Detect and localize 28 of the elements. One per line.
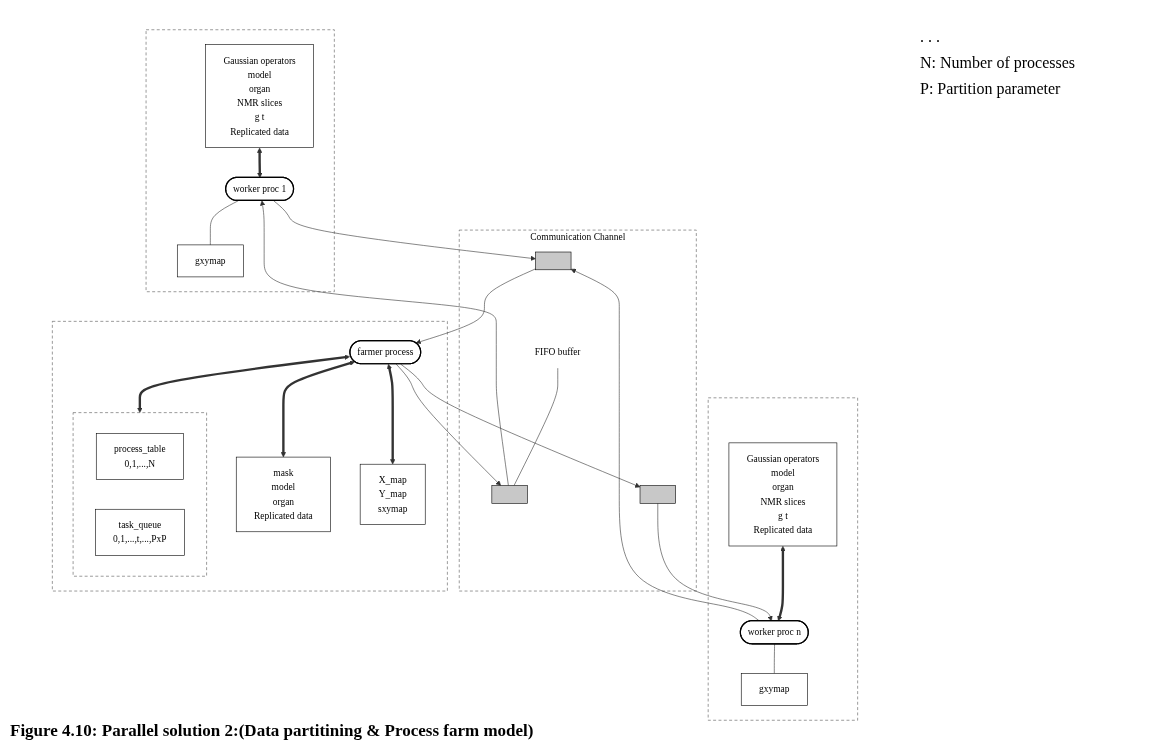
node-box: task_queue 0,1,...,t,...,PxP xyxy=(95,508,185,556)
node-box: gxymap xyxy=(740,672,808,706)
note-text: . . . xyxy=(920,28,941,46)
note-text: P: Partition parameter xyxy=(920,80,1062,98)
node-box: Gaussian operators model organ NMR slices g t Replicated data xyxy=(728,442,838,546)
node-box xyxy=(535,251,572,270)
connector xyxy=(513,367,559,486)
cluster xyxy=(707,397,858,721)
arrow xyxy=(280,360,355,457)
note-text: N: Number of processes xyxy=(920,54,1077,72)
cluster xyxy=(52,320,448,591)
arrow xyxy=(137,354,350,413)
node-box: mask model organ Replicated data xyxy=(235,456,331,532)
arrow xyxy=(257,147,263,178)
cluster xyxy=(145,28,335,292)
node-box xyxy=(639,484,676,504)
arrow xyxy=(386,363,396,464)
connector xyxy=(774,643,775,674)
node-box: Gaussian operators model organ NMR slices g t Replicated data xyxy=(205,43,314,148)
node-box: process_table 0,1,...,N xyxy=(95,432,184,480)
node-box xyxy=(491,484,528,504)
arrow xyxy=(777,545,786,621)
node-text: FIFO buffer xyxy=(534,346,581,357)
figure-caption: Figure 4.10: Parallel solution 2:(Data partitining & Process farm model) xyxy=(10,721,534,741)
node-box: gxymap xyxy=(177,244,244,277)
connector xyxy=(210,199,239,245)
node-box: X_map Y_map sxymap xyxy=(359,463,426,525)
cluster xyxy=(72,411,207,577)
